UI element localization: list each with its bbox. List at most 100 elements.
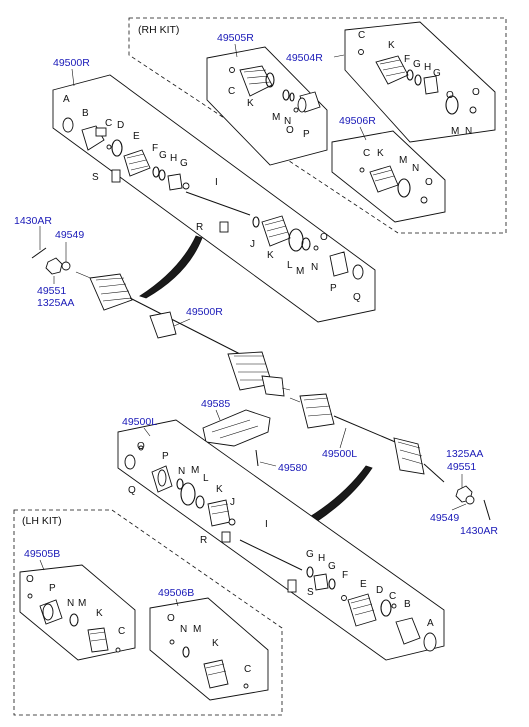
part-label-m: M: [296, 266, 304, 277]
part-label-q: Q: [128, 485, 136, 496]
ref-49549-right[interactable]: 49549: [430, 512, 459, 524]
callout-arc-right: [139, 235, 203, 299]
panel-49505b: [19, 564, 136, 661]
part-label-s: S: [92, 172, 99, 183]
part-label-k: K: [212, 638, 219, 649]
ref-49500l-b[interactable]: 49500L: [322, 448, 357, 460]
part-label-e: E: [133, 131, 140, 142]
panel-49505r: [206, 46, 328, 166]
part-label-k: K: [216, 484, 223, 495]
part-label-n: N: [67, 598, 74, 609]
part-label-d: D: [376, 585, 383, 596]
part-label-c: C: [228, 86, 235, 97]
part-label-d: D: [117, 120, 124, 131]
ref-49500r-top[interactable]: 49500R: [53, 57, 90, 69]
part-label-p: P: [303, 129, 310, 140]
part-label-k: K: [388, 40, 395, 51]
part-label-r: R: [196, 222, 203, 233]
part-label-m: M: [191, 465, 199, 476]
part-label-a: A: [427, 618, 434, 629]
part-label-g: G: [328, 561, 336, 572]
part-label-c: C: [105, 118, 112, 129]
panel-49504r: [344, 21, 496, 143]
part-label-o: O: [320, 232, 328, 243]
part-label-i: I: [265, 519, 268, 530]
part-label-m: M: [193, 624, 201, 635]
ref-49500r-mid[interactable]: 49500R: [186, 306, 223, 318]
lh-drive-shaft-assembly[interactable]: [289, 393, 445, 483]
part-label-n: N: [284, 116, 291, 127]
part-label-o: O: [425, 177, 433, 188]
ref-49505r[interactable]: 49505R: [217, 32, 254, 44]
ref-49504r[interactable]: 49504R: [286, 52, 323, 64]
part-label-c: C: [363, 148, 370, 159]
part-label-g: G: [159, 150, 167, 161]
ref-49506r[interactable]: 49506R: [339, 115, 376, 127]
outer-joint-parts-49500l: [124, 445, 437, 652]
ref-1325aa-right[interactable]: 1325AA: [446, 448, 483, 460]
part-label-c: C: [358, 30, 365, 41]
lh-kit-frame: [13, 509, 283, 716]
callout-arc-left: [307, 465, 373, 523]
part-label-n: N: [311, 262, 318, 273]
panel-49506b: [149, 597, 269, 701]
ref-49500l-a[interactable]: 49500L: [122, 416, 157, 428]
part-label-c: C: [118, 626, 125, 637]
ref-49551-left[interactable]: 49551: [37, 285, 66, 297]
part-label-h: H: [170, 153, 177, 164]
ref-1430ar-right[interactable]: 1430AR: [460, 525, 498, 537]
part-label-c: C: [244, 664, 251, 675]
part-label-o: O: [472, 87, 480, 98]
part-label-m: M: [272, 112, 280, 123]
part-label-h: H: [318, 553, 325, 564]
ref-49551-right[interactable]: 49551: [447, 461, 476, 473]
part-label-n: N: [412, 163, 419, 174]
part-label-h: H: [424, 62, 431, 73]
part-label-p: P: [49, 583, 56, 594]
part-label-b: B: [404, 599, 411, 610]
boot-parts-49505r: [229, 65, 321, 113]
rh-kit-frame: [128, 17, 507, 234]
part-label-n: N: [465, 126, 472, 137]
part-label-e: E: [360, 579, 367, 590]
part-label-l: L: [203, 473, 209, 484]
ref-49580[interactable]: 49580: [278, 462, 307, 474]
part-label-c: C: [389, 591, 396, 602]
ref-1325aa-left[interactable]: 1325AA: [37, 297, 74, 309]
ref-49506b[interactable]: 49506B: [158, 587, 194, 599]
part-label-o: O: [26, 574, 34, 585]
rh-drive-shaft-assembly[interactable]: [75, 271, 291, 397]
ref-49549-left[interactable]: 49549: [55, 229, 84, 241]
part-label-r: R: [200, 535, 207, 546]
part-label-f: F: [152, 143, 158, 154]
part-label-s: S: [307, 587, 314, 598]
boot-parts-49505b: [27, 593, 121, 653]
part-label-q: Q: [353, 292, 361, 303]
part-label-o: O: [137, 441, 145, 452]
part-label-g: G: [413, 59, 421, 70]
part-label-g: G: [180, 158, 188, 169]
boot-parts-49504r: [358, 49, 477, 115]
ref-49505b[interactable]: 49505B: [24, 548, 60, 560]
part-label-n: N: [180, 624, 187, 635]
ref-49585[interactable]: 49585: [201, 398, 230, 410]
part-label-f: F: [342, 570, 348, 581]
boot-parts-49506b: [169, 639, 249, 689]
part-label-m: M: [451, 126, 459, 137]
outer-joint-parts-49500r: [62, 117, 364, 280]
part-label-k: K: [377, 148, 384, 159]
ref-1430ar-left[interactable]: 1430AR: [14, 215, 52, 227]
part-label-j: J: [230, 497, 235, 508]
part-label-l: L: [287, 260, 293, 271]
part-label-o: O: [286, 125, 294, 136]
panel-49500r: [52, 74, 376, 323]
part-label-k: K: [96, 608, 103, 619]
part-label-p: P: [162, 451, 169, 462]
part-label-n: N: [178, 466, 185, 477]
hub-nut-left: [45, 257, 63, 275]
boot-parts-49506r: [359, 165, 428, 204]
part-label-m: M: [78, 598, 86, 609]
lh-kit-title: (LH KIT): [22, 515, 62, 527]
part-label-g: G: [433, 68, 441, 79]
